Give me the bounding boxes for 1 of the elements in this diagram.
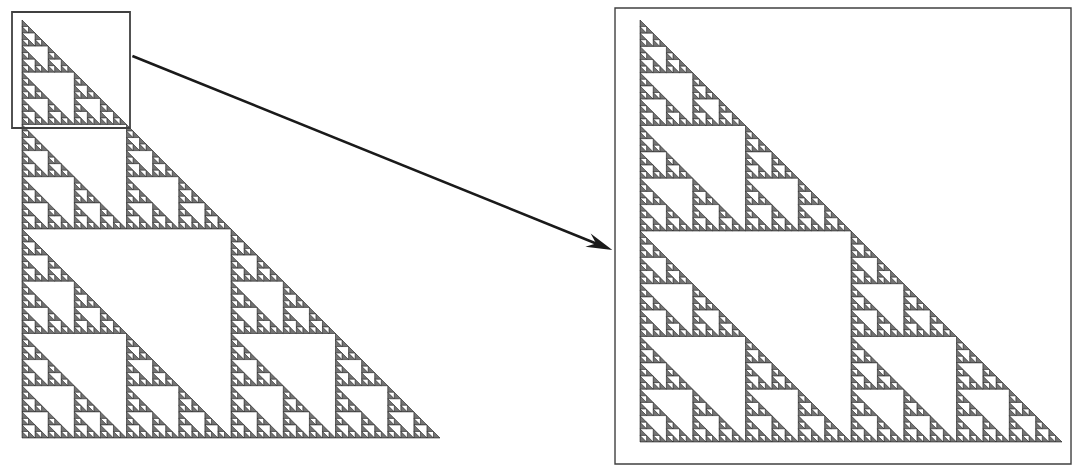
zoom-frame: [11, 11, 131, 129]
